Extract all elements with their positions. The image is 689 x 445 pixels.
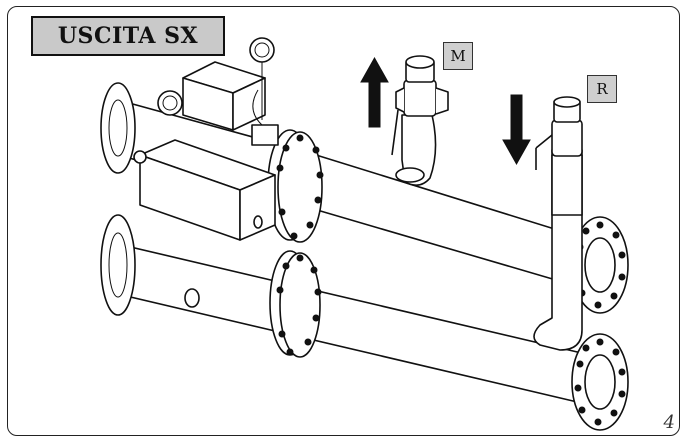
diagram-title: USCITA SX <box>31 16 225 56</box>
outlet-valve <box>391 55 449 186</box>
junction-box <box>157 37 279 146</box>
flow-up-arrow <box>360 56 389 128</box>
return-valve <box>535 96 583 216</box>
flow-down-arrow <box>502 94 531 166</box>
outlet-label: M <box>443 42 473 70</box>
page-number: 4 <box>663 412 675 433</box>
return-label: R <box>587 75 617 103</box>
lower-pipe <box>100 214 629 431</box>
heater-box <box>133 139 276 241</box>
